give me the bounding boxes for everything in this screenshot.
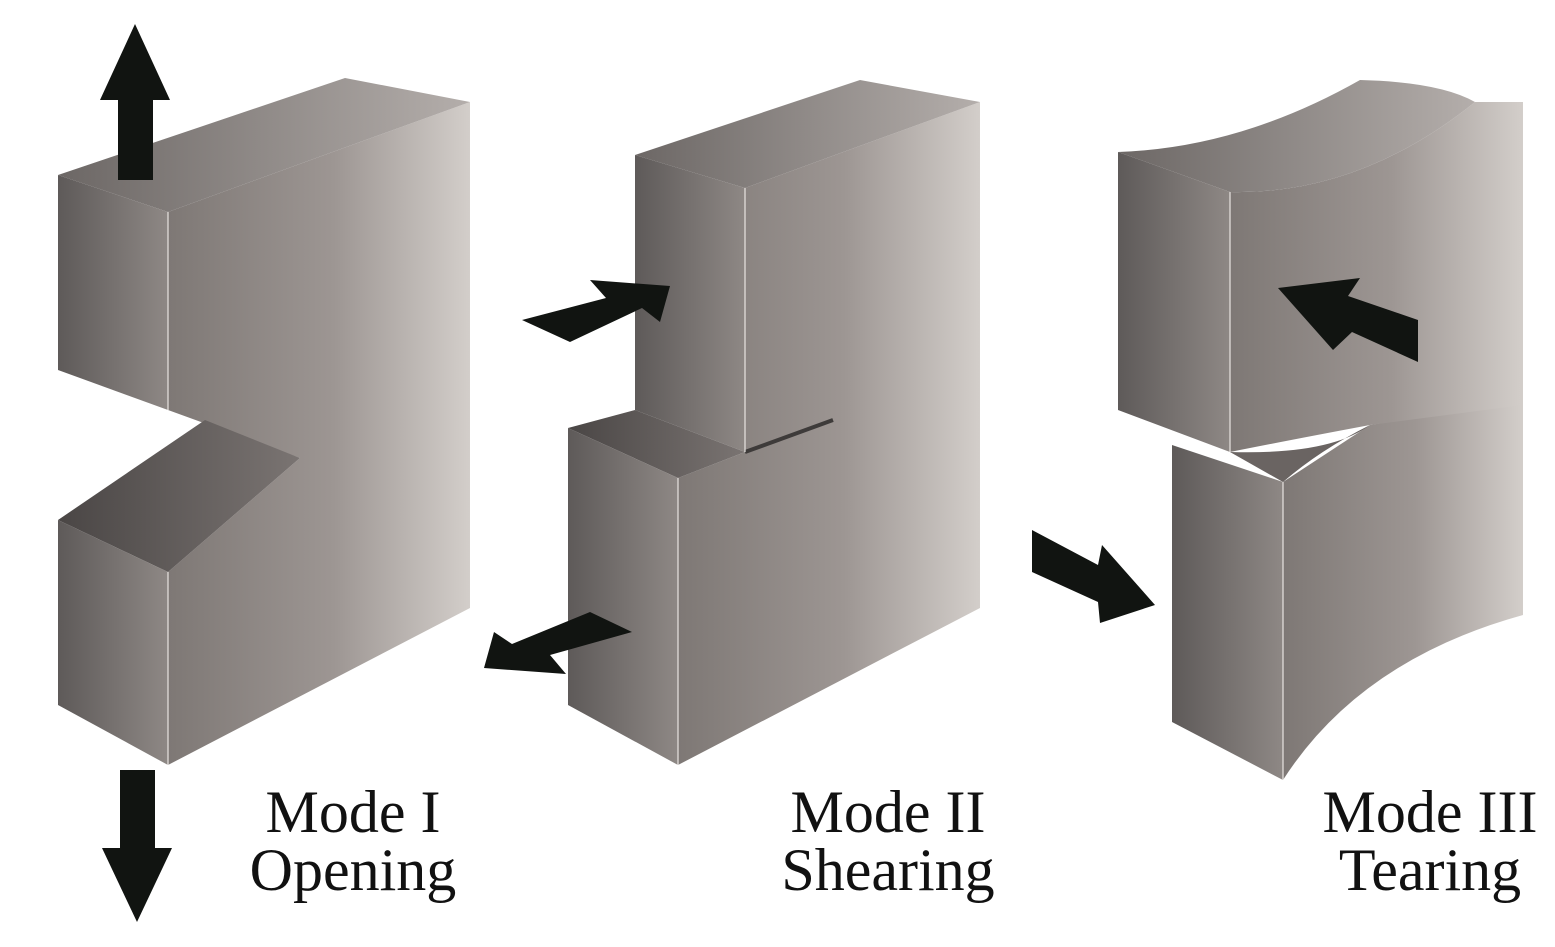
mode-1-tension-arrow-down-icon [102,770,172,922]
mode-1-lower-side-face [58,520,168,765]
mode-3-tear-surface [1230,425,1370,482]
mode-3-label: Tearing [1339,837,1521,903]
mode-1-crack-surface [58,420,300,572]
mode-1-front-face [168,102,470,765]
mode-1-opening: Mode I Opening [58,24,470,922]
mode-2-lower-top-face [568,410,745,478]
mode-3-tear-arrow-back-icon [1278,278,1418,362]
mode-2-shear-arrow-right-icon [522,280,670,342]
mode-3-specimen-block [1118,80,1523,780]
mode-3-upper-front-face [1230,102,1523,452]
mode-2-shear-arrow-left-icon [484,612,632,674]
mode-3-upper-side-face [1118,152,1230,452]
mode-2-label: Shearing [781,837,994,903]
mode-2-upper-front-face [678,102,980,765]
mode-3-name: Mode III [1323,779,1538,845]
mode-2-name: Mode II [791,779,986,845]
mode-1-top-face [58,78,470,212]
mode-2-specimen-block [568,80,980,765]
mode-2-shearing: Mode II Shearing [484,80,995,903]
mode-2-lower-side-face [568,428,678,765]
mode-3-tear-arrow-forward-icon [1032,530,1155,623]
mode-1-upper-side-face [58,175,168,410]
mode-1-label: Opening [250,837,457,903]
mode-2-top-face [635,80,980,188]
mode-1-name: Mode I [266,779,441,845]
mode-1-tension-arrow-up-icon [100,24,170,180]
mode-3-lower-front-face [1283,400,1523,780]
mode-3-top-face [1118,80,1475,193]
mode-2-crack-line [744,418,834,454]
mode-3-lower-side-face [1172,445,1283,780]
mode-2-upper-side-face [635,155,745,452]
mode-3-tearing: Mode III Tearing [1032,80,1537,903]
mode-1-specimen-block [58,78,470,765]
